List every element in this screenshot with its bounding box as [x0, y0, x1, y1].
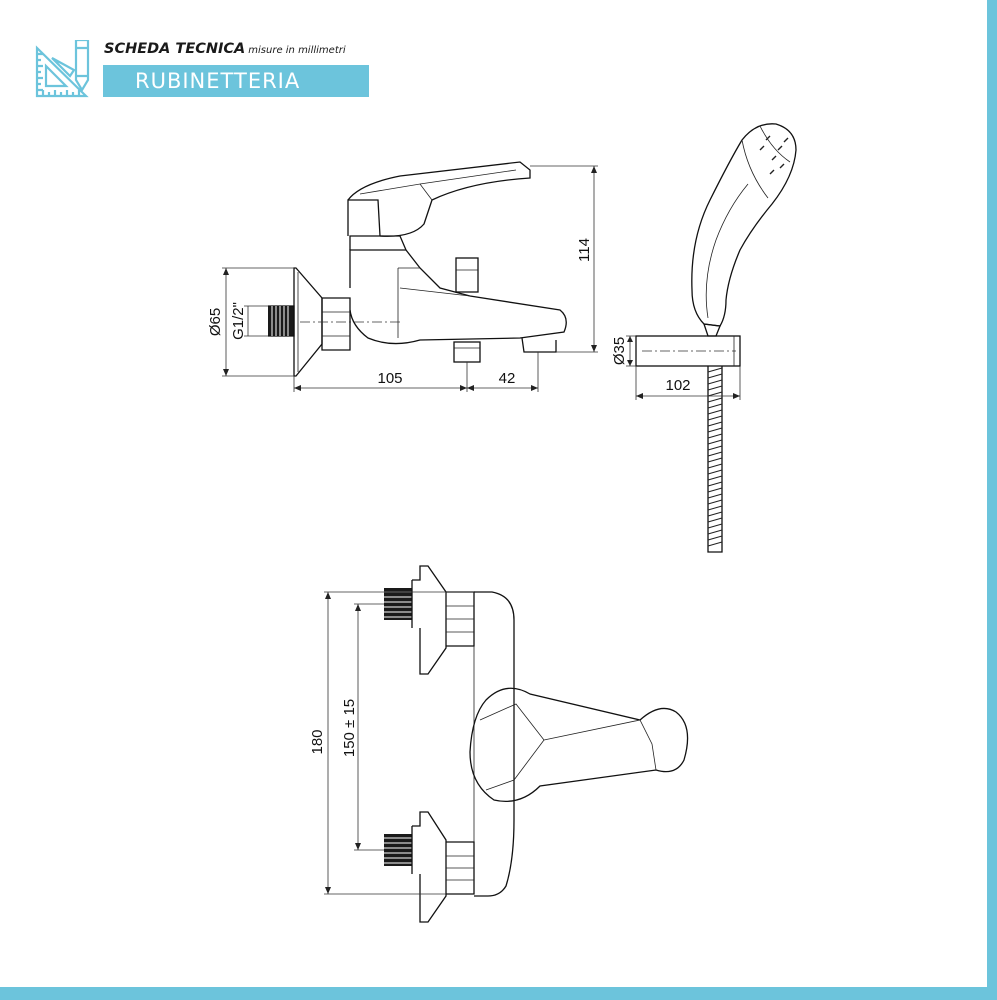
shower-hose — [707, 366, 723, 553]
lever-handle — [347, 161, 531, 237]
mixer-top-view — [384, 565, 689, 923]
frame-bottom-border — [0, 987, 997, 1000]
top-inlet-thread — [384, 588, 412, 620]
dim-centre-distance: 150 ± 15 — [341, 699, 358, 757]
category-banner: RUBINETTERIA — [103, 65, 369, 97]
frame-right-border — [987, 0, 997, 1000]
mixer-body — [349, 249, 567, 345]
dim-total-width: 180 — [309, 729, 326, 754]
cartridge — [347, 199, 381, 237]
shower-outlet — [453, 341, 481, 363]
dim-thread: G1/2" — [230, 302, 247, 340]
spout-outlet — [521, 337, 557, 353]
diverter-knob — [455, 257, 479, 293]
dim-outlet-to-spout: 42 — [499, 370, 516, 387]
side-view-dimensions: Ø65 G1/2" 114 105 42 — [207, 165, 598, 392]
top-body — [474, 591, 515, 897]
dim-flange-diameter: Ø65 — [207, 308, 224, 336]
shower-dimensions: Ø35 102 — [611, 335, 741, 400]
top-view-dimensions: 180 150 ± 15 — [309, 591, 474, 895]
bottom-inlet-thread — [384, 834, 412, 866]
header-title: SCHEDA TECNICA — [104, 41, 246, 57]
top-flange-lower — [411, 811, 447, 923]
top-flange-upper — [411, 565, 447, 675]
shower-holder — [635, 335, 741, 367]
hand-shower — [635, 123, 797, 553]
ruler-pencil-icon — [35, 40, 90, 98]
header-subtitle: misure in millimetri — [248, 45, 346, 56]
dim-holder-length: 102 — [665, 377, 690, 394]
nut — [321, 297, 351, 351]
shower-head — [691, 123, 797, 327]
mixer-side-view — [268, 161, 567, 377]
dim-holder-diameter: Ø35 — [611, 337, 628, 365]
category-label: RUBINETTERIA — [135, 69, 301, 93]
dim-height: 114 — [576, 238, 593, 262]
dim-wall-to-outlet: 105 — [377, 370, 402, 387]
